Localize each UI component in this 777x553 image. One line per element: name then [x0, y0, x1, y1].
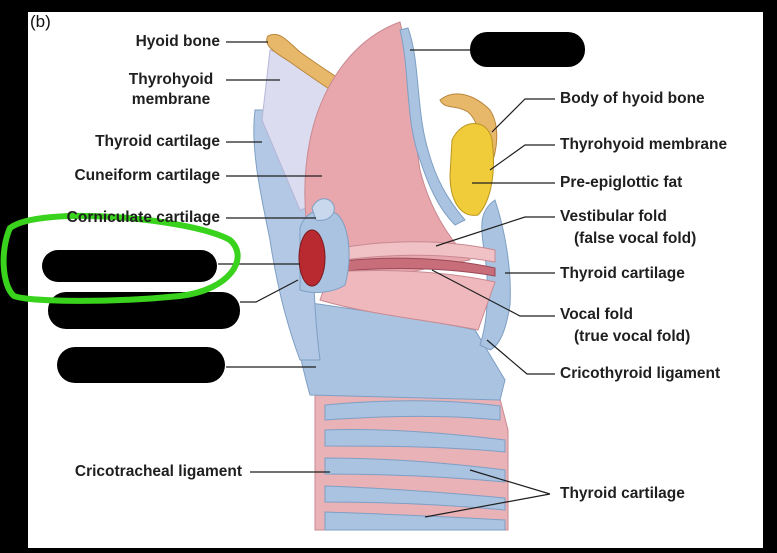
- panel-letter: (b): [30, 12, 51, 31]
- arytenoid-muscle: [298, 229, 326, 287]
- infraglottic-cavity: [319, 269, 496, 331]
- larynx-anatomy: [253, 21, 511, 531]
- label-vocal-fold-1: Vocal fold: [560, 306, 633, 323]
- leader-lines: [218, 41, 555, 518]
- label-vocal-fold-2: (true vocal fold): [574, 328, 691, 345]
- pre-epiglottic-fat-shape: [449, 123, 494, 216]
- label-pre-epiglottic-fat: Pre-epiglottic fat: [560, 174, 683, 191]
- epiglottic-cartilage: [399, 27, 466, 226]
- redactions: [42, 32, 585, 383]
- label-thyrohyoid-membrane-left-1: Thyrohyoid: [128, 71, 214, 88]
- redaction-left-1: [42, 250, 217, 282]
- label-thyrohyoid-membrane-left-2: membrane: [131, 91, 211, 108]
- corniculate-nub: [311, 198, 335, 221]
- label-thyroid-cartilage-bottom: Thyroid cartilage: [560, 485, 685, 502]
- label-vestibular-fold-1: Vestibular fold: [560, 208, 667, 225]
- redaction-top: [470, 32, 585, 67]
- label-hyoid-bone: Hyoid bone: [135, 33, 220, 50]
- vestibular-fold-shape: [329, 241, 496, 263]
- label-cricotracheal-ligament: Cricotracheal ligament: [74, 463, 242, 480]
- label-cuneiform-cartilage: Cuneiform cartilage: [74, 167, 220, 184]
- label-thyrohyoid-membrane-right: Thyrohyoid membrane: [560, 136, 728, 153]
- label-body-of-hyoid-bone: Body of hyoid bone: [560, 90, 705, 107]
- label-vestibular-fold-2: (false vocal fold): [574, 230, 697, 247]
- tracheal-rings: [324, 400, 506, 531]
- redaction-left-3: [57, 347, 225, 383]
- label-thyroid-cartilage-left: Thyroid cartilage: [95, 133, 220, 150]
- green-highlight-circle: [0, 212, 241, 304]
- label-cricothyroid-ligament: Cricothyroid ligament: [560, 365, 721, 382]
- label-thyroid-cartilage-right: Thyroid cartilage: [560, 265, 685, 282]
- vocal-fold-shape: [334, 257, 496, 277]
- label-corniculate-cartilage: Corniculate cartilage: [66, 209, 220, 226]
